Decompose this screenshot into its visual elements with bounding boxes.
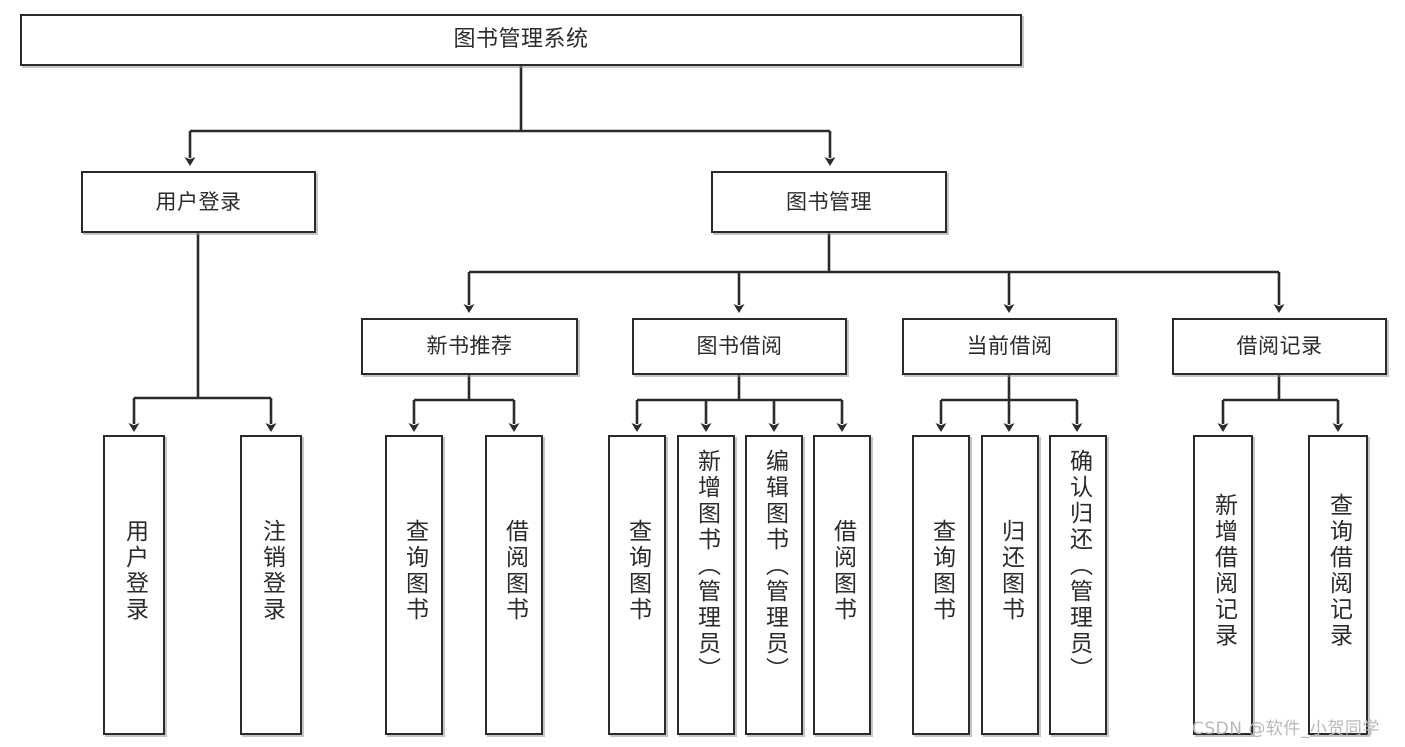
leaf-book-borrow-edit-label: 编辑图书（管理员） <box>761 449 788 683</box>
leaf-borrow-record-add-label: 新增借阅记录 <box>1210 493 1237 649</box>
leaf-current-borrow-query-label: 查询图书 <box>928 519 955 623</box>
leaf-current-borrow-confirm-label: 确认归还（管理员） <box>1065 449 1092 683</box>
leaf-borrow-record-add[interactable]: 新增借阅记录 <box>1193 435 1253 735</box>
node-borrow-record-label: 借阅记录 <box>1236 334 1323 359</box>
leaf-book-borrow-query[interactable]: 查询图书 <box>608 435 666 735</box>
node-borrow-record[interactable]: 借阅记录 <box>1172 318 1387 375</box>
leaf-book-borrow-add-label: 新增图书（管理员） <box>693 449 720 683</box>
leaf-new-book-query[interactable]: 查询图书 <box>385 435 443 735</box>
leaf-current-borrow-return-label: 归还图书 <box>997 519 1024 623</box>
leaf-current-borrow-confirm[interactable]: 确认归还（管理员） <box>1049 435 1107 735</box>
node-user-login[interactable]: 用户登录 <box>81 171 316 233</box>
node-book-borrow-label: 图书借阅 <box>696 334 783 359</box>
leaf-book-borrow-lend-label: 借阅图书 <box>829 519 856 623</box>
node-book-borrow[interactable]: 图书借阅 <box>632 318 847 375</box>
leaf-new-book-query-label: 查询图书 <box>401 519 428 623</box>
leaf-user-login-logout-label: 注销登录 <box>258 519 285 623</box>
node-new-book-recommend[interactable]: 新书推荐 <box>361 318 578 375</box>
node-user-login-label: 用户登录 <box>155 189 242 214</box>
leaf-user-login-login-label: 用户登录 <box>121 519 148 623</box>
leaf-borrow-record-query-label: 查询借阅记录 <box>1325 493 1352 649</box>
node-current-borrow[interactable]: 当前借阅 <box>902 318 1117 375</box>
node-book-management[interactable]: 图书管理 <box>711 171 947 233</box>
node-root[interactable]: 图书管理系统 <box>20 14 1022 66</box>
leaf-current-borrow-query[interactable]: 查询图书 <box>912 435 970 735</box>
node-new-book-recommend-label: 新书推荐 <box>426 334 513 359</box>
node-book-management-label: 图书管理 <box>786 189 872 214</box>
leaf-book-borrow-add[interactable]: 新增图书（管理员） <box>677 435 735 735</box>
node-root-label: 图书管理系统 <box>453 27 589 53</box>
leaf-book-borrow-lend[interactable]: 借阅图书 <box>813 435 871 735</box>
leaf-new-book-borrow[interactable]: 借阅图书 <box>485 435 543 735</box>
leaf-current-borrow-return[interactable]: 归还图书 <box>981 435 1039 735</box>
leaf-user-login-logout[interactable]: 注销登录 <box>240 435 302 735</box>
watermark-text: CSDN @软件_小贺同学 <box>1192 719 1380 739</box>
node-current-borrow-label: 当前借阅 <box>966 334 1053 359</box>
leaf-borrow-record-query[interactable]: 查询借阅记录 <box>1308 435 1368 735</box>
leaf-book-borrow-query-label: 查询图书 <box>624 519 651 623</box>
leaf-user-login-login[interactable]: 用户登录 <box>103 435 165 735</box>
leaf-new-book-borrow-label: 借阅图书 <box>501 519 528 623</box>
leaf-book-borrow-edit[interactable]: 编辑图书（管理员） <box>745 435 803 735</box>
